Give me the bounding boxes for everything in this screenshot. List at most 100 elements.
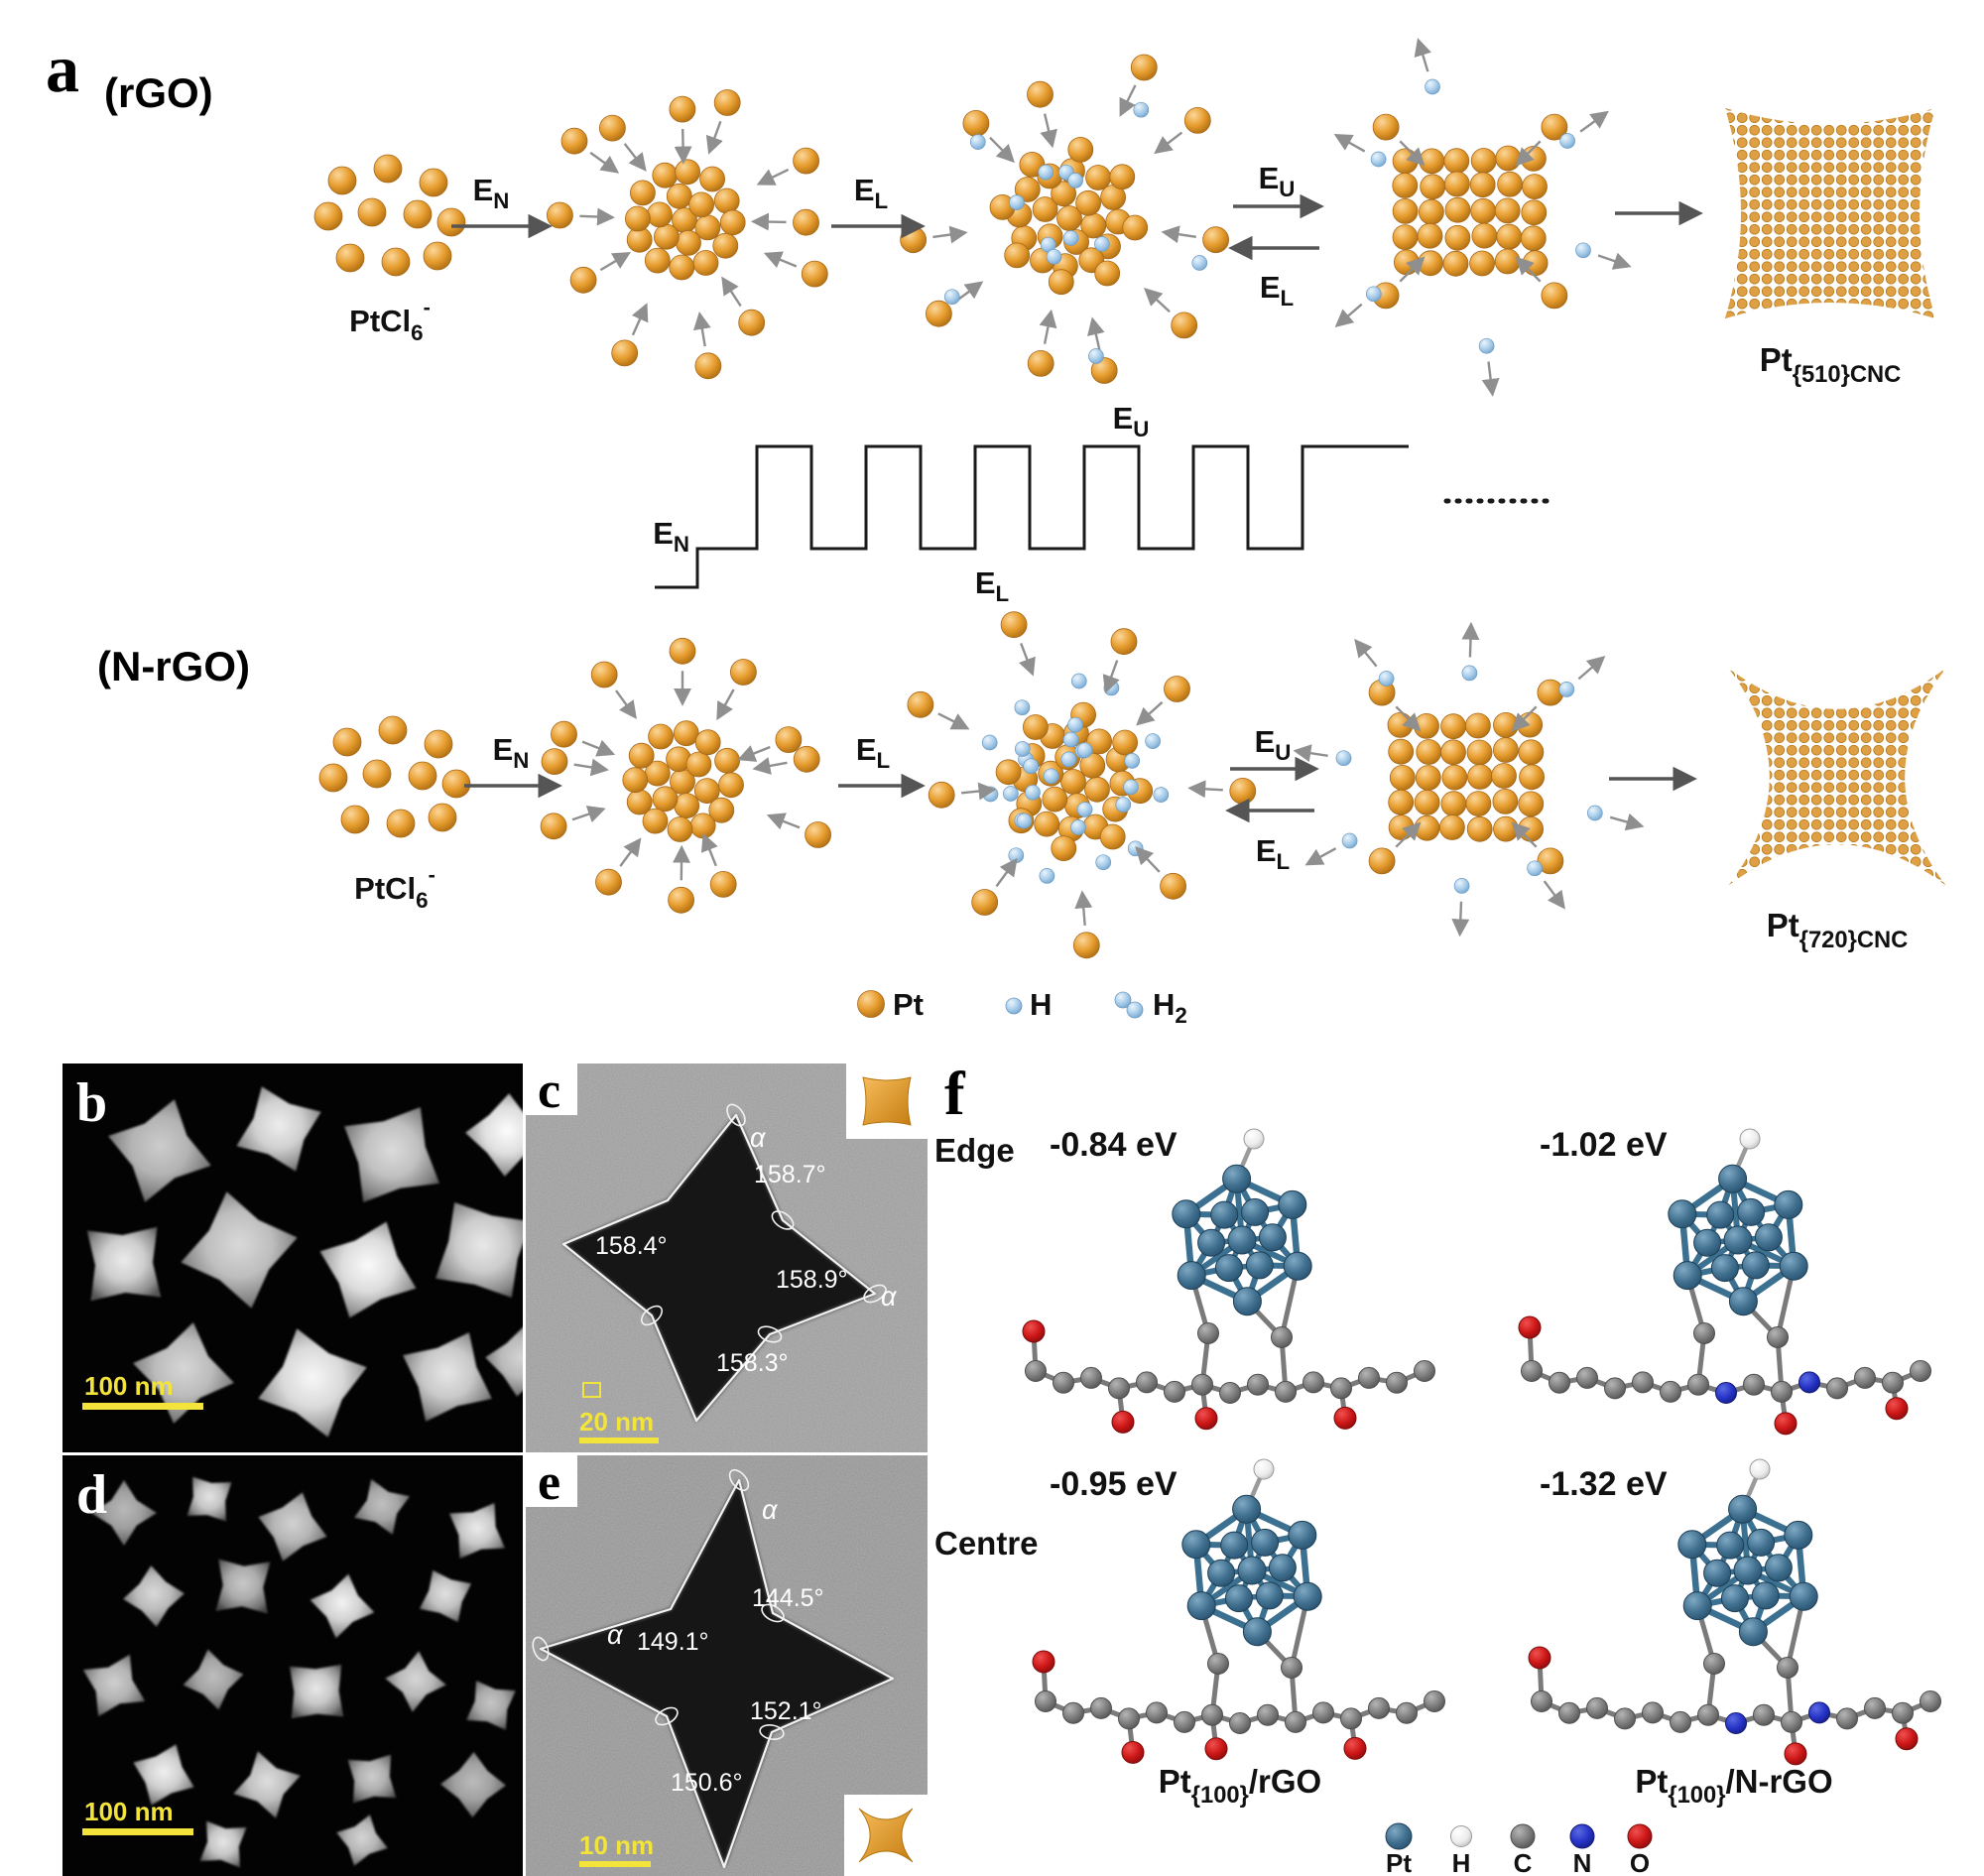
panel-d-letter: d — [76, 1464, 107, 1526]
dft-model-nrgo-edge — [1518, 1128, 1931, 1436]
panel-b-scalebar — [82, 1403, 203, 1410]
angle-right: 152.1° — [750, 1697, 822, 1725]
o-atom-icon — [1627, 1823, 1653, 1849]
h-sphere-icon — [1005, 997, 1023, 1015]
angle-top: 144.5° — [752, 1584, 824, 1612]
caption-pt100-rgo: Pt{100}/rGO — [1159, 1763, 1321, 1809]
legend-h2-label: H2 — [1153, 987, 1187, 1028]
energy-nrgo-centre: -1.32 eV — [1540, 1465, 1668, 1503]
energy-nrgo-edge: -1.02 eV — [1540, 1126, 1668, 1164]
inset-concave-star-model — [858, 1808, 914, 1863]
panel-b-scalebar-label: 100 nm — [84, 1371, 174, 1401]
h2-sphere-icon — [1126, 1001, 1144, 1019]
legend-h: H — [1452, 1848, 1471, 1876]
panel-c-scalebar — [579, 1438, 659, 1443]
dft-model-nrgo-centre — [1528, 1458, 1941, 1766]
panel-e-letter: e — [538, 1455, 560, 1511]
angle-left: 149.1° — [637, 1628, 709, 1656]
legend-pt: Pt — [1386, 1848, 1412, 1876]
panel-a-letter: a — [46, 31, 79, 106]
concave-nanocube-pt720 — [1728, 668, 1946, 886]
cluster-cube-h-desorption-rgo — [1333, 38, 1632, 397]
panel-e-letter-box — [526, 1455, 577, 1507]
atom-legend: Pt H C N O — [1385, 1822, 1653, 1876]
panel-d-sem-image: d 100 nm — [62, 1455, 523, 1876]
legend-c: C — [1514, 1848, 1533, 1876]
alpha-left-label: α — [607, 1620, 624, 1650]
ptcl6-label-nrgo: PtCl6- — [354, 862, 435, 913]
panel-d-scalebar — [82, 1828, 193, 1835]
inset-concave-cube-model — [862, 1076, 912, 1126]
concave-nanocube-pt510 — [1724, 107, 1936, 319]
eu-label-nrgo: EU — [1255, 724, 1292, 765]
el-back-label-nrgo: EL — [1256, 833, 1290, 874]
nrgo-label: (N-rGO) — [97, 643, 250, 689]
reaction-arrows-nrgo — [464, 756, 1697, 823]
angle-right: 158.9° — [776, 1266, 848, 1294]
panel-a-scheme: a (rGO) (N-rGO) PtCl6- PtCl6- EN EL EU E… — [46, 31, 1946, 1028]
energy-rgo-centre: -0.95 eV — [1050, 1465, 1178, 1503]
energy-rgo-edge: -0.84 eV — [1050, 1126, 1178, 1164]
panel-e-scalebar — [579, 1861, 651, 1867]
sem-nanoparticles — [82, 1476, 516, 1868]
tem-nanocube-outline — [561, 1103, 887, 1423]
cluster-nucleation-nrgo — [540, 637, 831, 914]
el-label-nrgo: EL — [856, 732, 890, 773]
panel-b-sem-image: b 100 nm — [62, 1063, 523, 1452]
scheme-legend: Pt H H2 — [857, 987, 1187, 1028]
legend-o: O — [1630, 1848, 1650, 1876]
angle-left: 158.4° — [595, 1232, 668, 1260]
h-atom-icon — [1450, 1825, 1472, 1847]
waveform-el-label: EL — [975, 565, 1009, 606]
panel-d-scalebar-label: 100 nm — [84, 1797, 174, 1826]
pt720cnc-label: Pt{720}CNC — [1767, 907, 1909, 953]
cluster-ptcl6-nrgo — [318, 715, 471, 838]
panel-c-letter: c — [538, 1063, 560, 1119]
el-back-label-rgo: EL — [1260, 270, 1294, 311]
panel-f-letter: f — [944, 1061, 966, 1128]
edge-label: Edge — [934, 1132, 1015, 1169]
dft-model-rgo-centre — [1032, 1458, 1445, 1764]
panel-f-dft: f Edge Centre -0.84 eV -1.02 eV -0.95 eV… — [934, 1061, 1941, 1876]
panel-c-letter-box — [526, 1063, 577, 1115]
waveform-eu-label: EU — [1113, 401, 1150, 441]
reaction-arrows-rgo — [451, 193, 1703, 261]
legend-h-label: H — [1030, 987, 1052, 1022]
eu-label-rgo: EU — [1259, 161, 1296, 201]
pt-atom-icon — [1385, 1822, 1413, 1850]
cluster-ptcl6-rgo — [313, 154, 466, 277]
h2-sphere-icon — [1114, 991, 1132, 1009]
ptcl6-label-rgo: PtCl6- — [349, 295, 431, 345]
potential-waveform — [655, 444, 1552, 589]
panel-e-scalebar-label: 10 nm — [579, 1830, 654, 1860]
pt-sphere-icon — [857, 990, 885, 1018]
alpha-right-label: α — [881, 1282, 898, 1312]
cluster-growth-h-adsorption-nrgo — [907, 611, 1257, 959]
tem-nanostar-outline — [532, 1468, 895, 1869]
legend-pt-label: Pt — [893, 987, 924, 1022]
en-label-rgo: EN — [473, 173, 510, 213]
centre-label: Centre — [934, 1525, 1039, 1562]
alpha-top-label: α — [762, 1495, 779, 1525]
legend-n: N — [1573, 1848, 1592, 1876]
el-label-rgo: EL — [854, 173, 888, 213]
en-label-nrgo: EN — [493, 732, 530, 773]
cluster-cube-h-desorption-nrgo — [1293, 621, 1645, 938]
panel-e-tem-image: α 144.5° α 149.1° 152.1° 150.6° 10 nm e — [526, 1455, 928, 1876]
panel-c-tem-image: α 158.7° 158.4° 158.9° α 158.3° 20 nm c — [526, 1063, 928, 1452]
pt510cnc-label: Pt{510}CNC — [1760, 341, 1902, 388]
angle-top: 158.7° — [754, 1161, 826, 1188]
c-atom-icon — [1510, 1823, 1536, 1849]
alpha-top-label: α — [750, 1123, 767, 1153]
cluster-growth-h-adsorption-rgo — [900, 54, 1229, 384]
hrtem-region-box — [582, 1382, 601, 1398]
dft-model-rgo-edge — [1022, 1128, 1435, 1434]
rgo-label: (rGO) — [104, 69, 213, 116]
angle-bottom: 158.3° — [716, 1349, 789, 1377]
waveform-path — [655, 444, 1409, 589]
panel-b-letter: b — [76, 1072, 107, 1134]
cluster-nucleation-rgo — [547, 89, 828, 380]
waveform-en-label: EN — [653, 516, 689, 557]
panel-c-scalebar-label: 20 nm — [579, 1407, 654, 1437]
